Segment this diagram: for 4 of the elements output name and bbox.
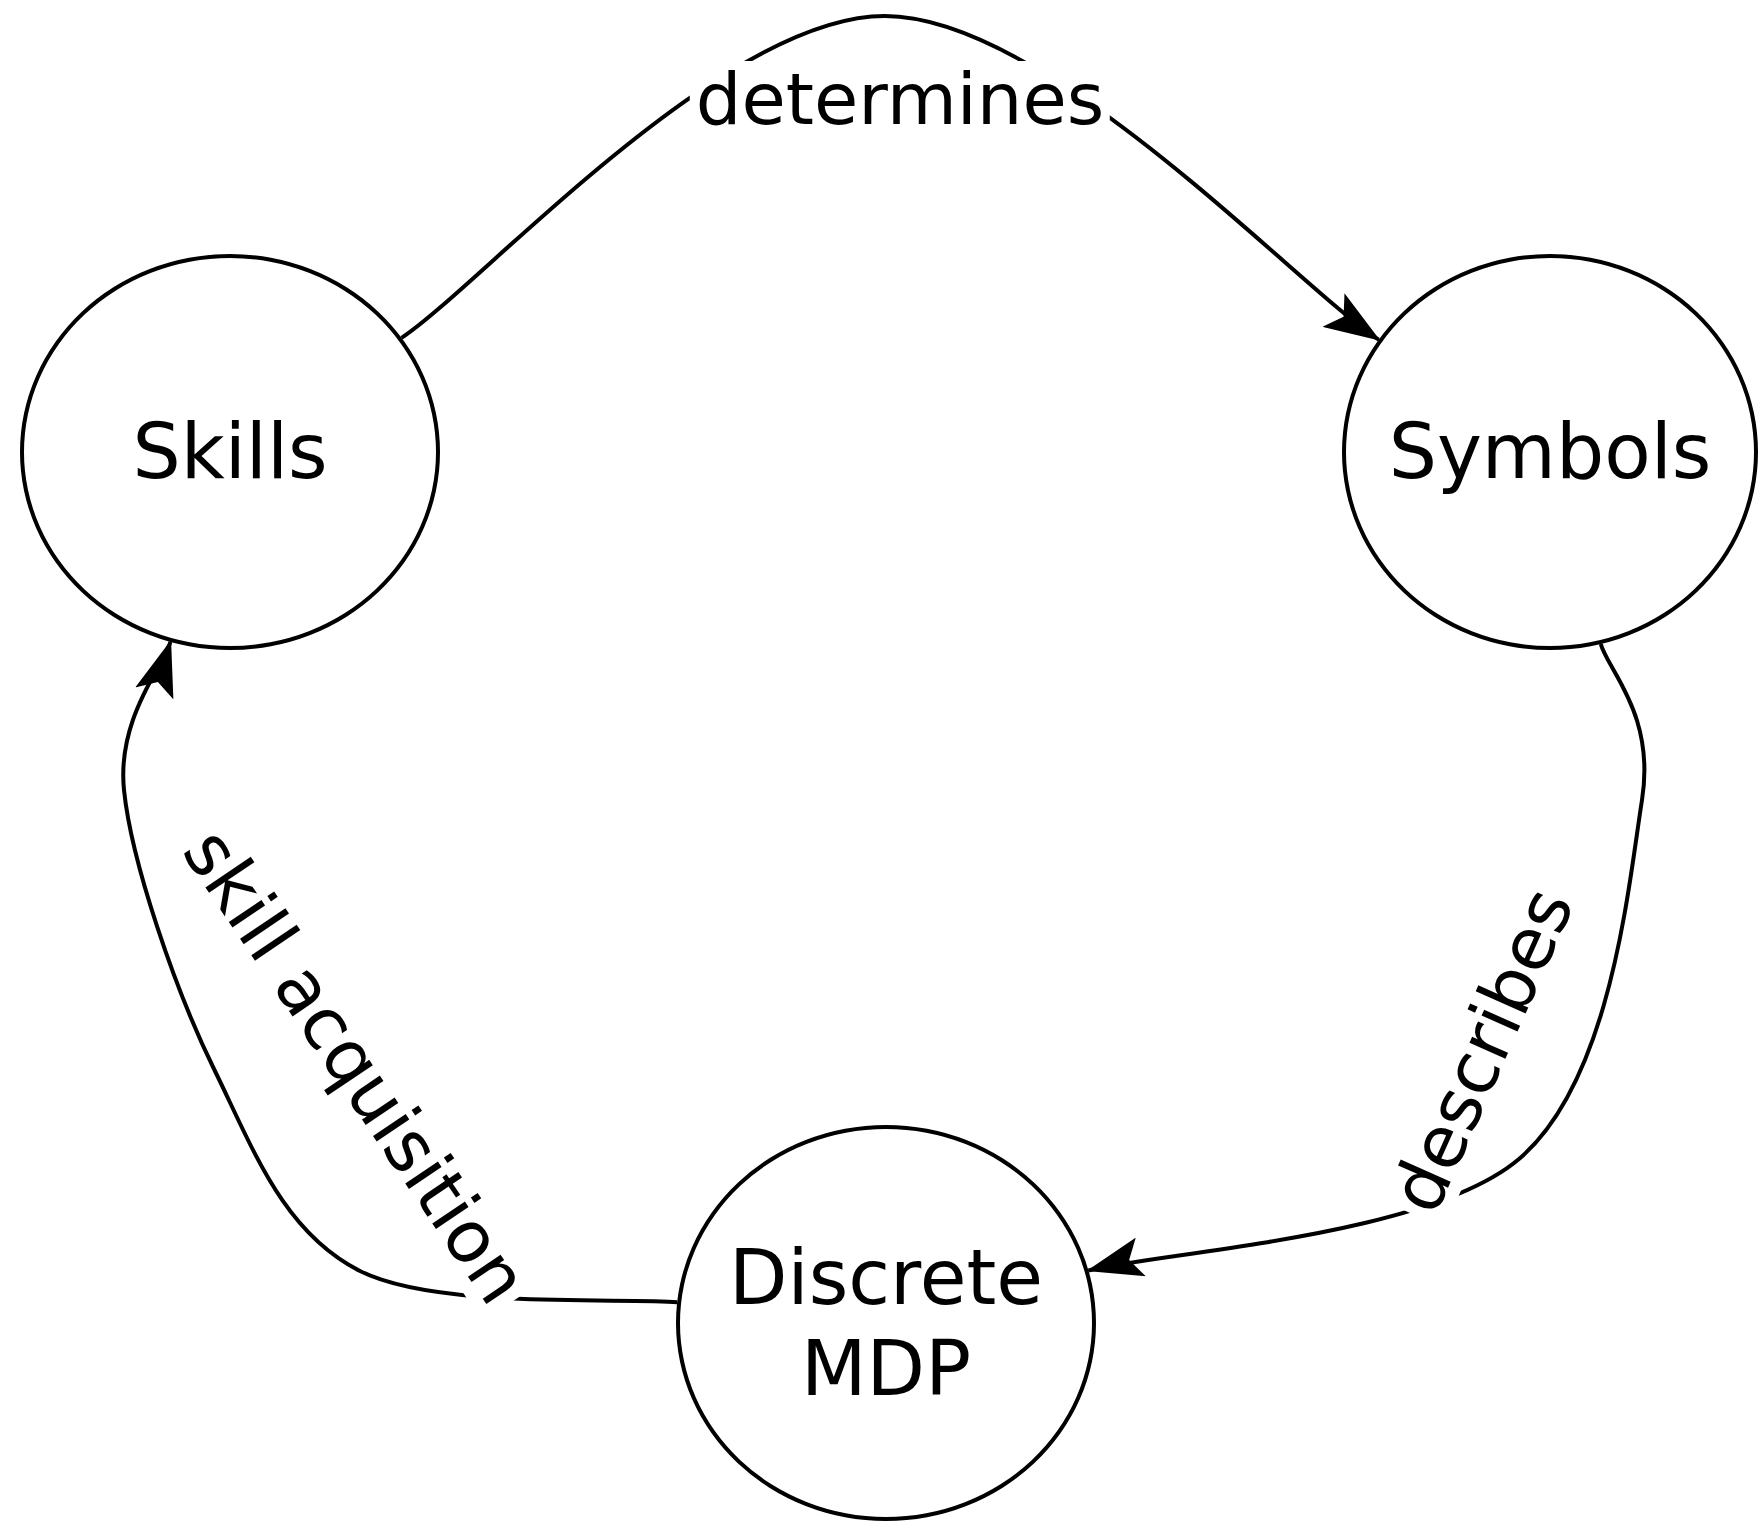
node-label: Skills [131,406,329,498]
node-label: Discrete MDP [728,1231,1044,1415]
node-label: Symbols [1387,406,1713,498]
arrow [121,640,678,1305]
